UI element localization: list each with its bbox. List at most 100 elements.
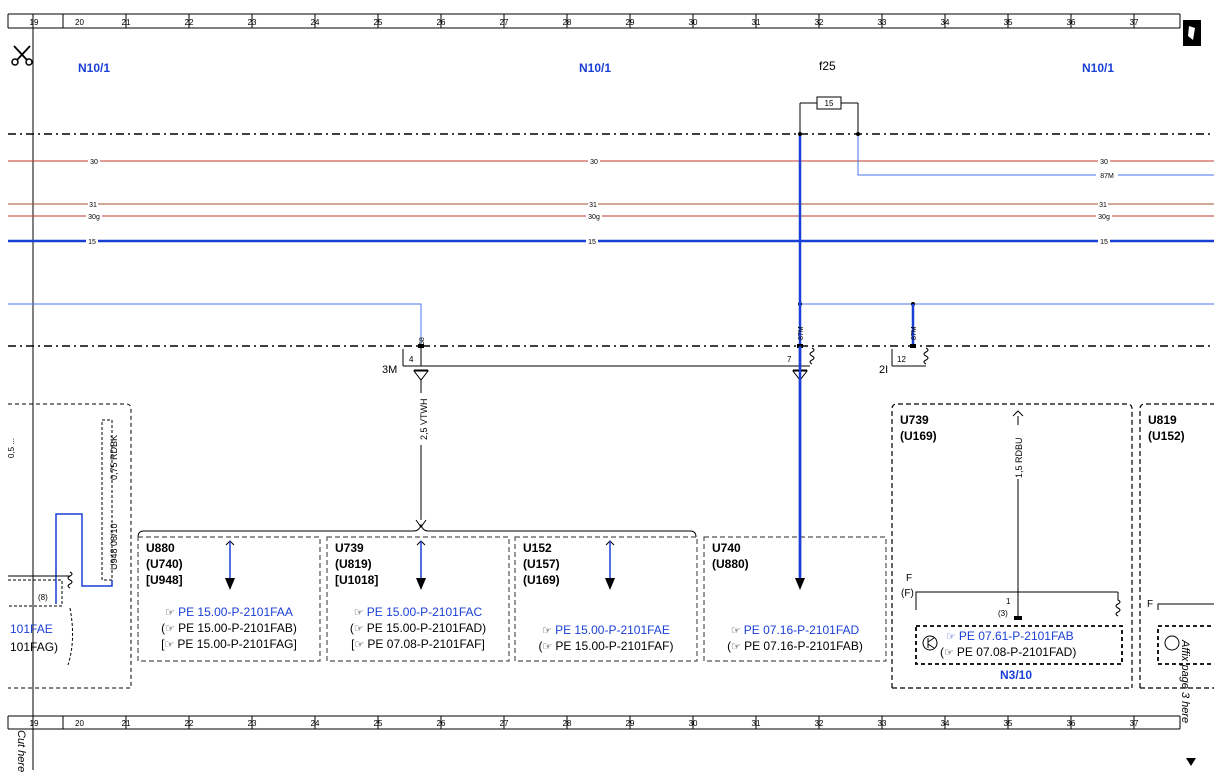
grid-col-label: 28 [563, 18, 572, 27]
pin-8-paren: (8) [38, 593, 48, 602]
hand-pointer-icon: ☞ [354, 623, 367, 635]
box-u152-l3: (U169) [523, 573, 560, 587]
grid-col-label: 36 [1067, 18, 1076, 27]
hand-pointer-icon: ☞ [731, 625, 744, 637]
arrow-down-icon [416, 578, 426, 590]
grid-col-label: 36 [1067, 719, 1076, 728]
ref-link-right-1[interactable]: ☞ PE 07.61-P-2101FAB [946, 629, 1074, 643]
grid-col-label: 30 [689, 719, 698, 728]
grid-col-label: 24 [311, 719, 320, 728]
bus-labels: 30 30 30 87M 31 31 31 30g 30g 30g 15 15 … [86, 157, 1118, 246]
component-box-u739: U739(U819)[U1018]☞ PE 15.00-P-2101FAC(☞ … [326, 536, 510, 662]
hand-pointer-icon: ☞ [542, 625, 555, 637]
grid-col-label: 29 [626, 18, 635, 27]
left-top-partial-label: 0,5 ... [7, 438, 16, 458]
wire-rdbu-label: 1,5 RDBU [1014, 437, 1024, 478]
box-u739-l3: [U1018] [335, 573, 378, 587]
box-u880-l3: [U948] [146, 573, 183, 587]
fuse-name: f25 [819, 59, 836, 73]
wire-left-partial-label: U948 06/10 [109, 523, 119, 570]
grid-col-label: 22 [185, 719, 194, 728]
pin-12: 12 [897, 355, 906, 364]
svg-text:31: 31 [1099, 202, 1107, 209]
component-box-u740: U740(U880)☞ PE 07.16-P-2101FAD(☞ PE 07.1… [703, 346, 887, 662]
svg-text:30: 30 [90, 159, 98, 166]
hand-pointer-icon: ☞ [946, 631, 959, 643]
svg-text:87M: 87M [1100, 173, 1114, 180]
svg-text:15: 15 [88, 239, 96, 246]
ref-u739-r2: (☞ PE 15.00-P-2101FAD) [350, 621, 486, 635]
ref-u739-r3: [☞ PE 07.08-P-2101FAF] [351, 637, 485, 651]
box-u739-l1: U739 [335, 541, 364, 555]
grid-col-label: 33 [878, 719, 887, 728]
ref-link-u739-r1[interactable]: ☞ PE 15.00-P-2101FAC [354, 605, 483, 619]
transistor-icon [922, 635, 938, 651]
pin-f: F [906, 573, 912, 584]
ref-link-u152-r1[interactable]: ☞ PE 15.00-P-2101FAE [542, 623, 670, 637]
component-box-u739-right [891, 403, 1133, 689]
svg-text:30g: 30g [88, 214, 100, 221]
fuse-value: 15 [825, 99, 834, 108]
ref-u880-r2: (☞ PE 15.00-P-2101FAB) [161, 621, 297, 635]
grid-col-label: 19 [30, 719, 39, 728]
hand-pointer-icon: ☞ [731, 641, 744, 653]
grid-col-label: 35 [1004, 719, 1013, 728]
svg-text:30g: 30g [1098, 214, 1110, 221]
ref-right-2: (☞ PE 07.08-P-2101FAD) [940, 645, 1076, 659]
wire-87m-feed [798, 302, 1214, 346]
grid-col-label: 24 [311, 18, 320, 27]
pin-1: 1 [1006, 597, 1011, 606]
wire-rdbu [1011, 410, 1025, 620]
pin-f-paren: (F) [901, 588, 914, 599]
ref-link-u740-r1[interactable]: ☞ PE 07.16-P-2101FAD [731, 623, 860, 637]
grid-col-label: 20 [75, 18, 84, 27]
grid-col-label: 21 [122, 18, 131, 27]
grid-col-label: 27 [500, 719, 509, 728]
box-right-l2: (U169) [900, 429, 937, 443]
grid-col-label: 31 [752, 719, 761, 728]
wire-vtwh [414, 380, 428, 528]
grid-col-label: 34 [941, 18, 950, 27]
svg-text:30: 30 [590, 159, 598, 166]
wire-vtwh-label: 2,5 VTWH [419, 398, 429, 440]
ref-u152-r2: (☞ PE 15.00-P-2101FAF) [539, 639, 674, 653]
group-bracket [137, 523, 697, 538]
box-u152-l2: (U157) [523, 557, 560, 571]
grid-col-label: 30 [689, 18, 698, 27]
hand-pointer-icon: ☞ [543, 641, 556, 653]
ref-link-u880-r1[interactable]: ☞ PE 15.00-P-2101FAA [165, 605, 293, 619]
label-2i: 2I [879, 364, 888, 376]
pin-4: 4 [409, 355, 414, 364]
connector-row [402, 344, 929, 367]
label-3m: 3M [382, 364, 397, 376]
hand-pointer-icon: ☞ [165, 639, 178, 651]
box-u740-l1: U740 [712, 541, 741, 555]
n10-label-left: N10/1 [78, 61, 110, 75]
ref-link-left-101fae[interactable]: 101FAE [10, 622, 53, 636]
box-right-l1: U739 [900, 413, 929, 427]
n10-label-right: N10/1 [1082, 61, 1114, 75]
grid-col-label: 22 [185, 18, 194, 27]
ref-u880-r3: [☞ PE 15.00-P-2101FAG] [161, 637, 297, 651]
grid-col-label: 23 [248, 18, 257, 27]
grid-col-label: 21 [122, 719, 131, 728]
grid-col-label: 34 [941, 719, 950, 728]
term-58: 58 [419, 337, 426, 345]
component-box-left-partial [8, 403, 132, 689]
box-far-right-l2: (U152) [1148, 429, 1185, 443]
grid-col-label: 31 [752, 18, 761, 27]
grid-col-label: 25 [374, 18, 383, 27]
box-u880-l1: U880 [146, 541, 175, 555]
grid-col-label: 37 [1130, 719, 1139, 728]
svg-text:15: 15 [1100, 239, 1108, 246]
arrow-down-icon [605, 578, 615, 590]
page-corner-icon [1183, 20, 1201, 46]
n10-label-mid: N10/1 [579, 61, 611, 75]
grid-col-label: 28 [563, 719, 572, 728]
arrow-down-icon [795, 578, 805, 590]
box-u880-l2: (U740) [146, 557, 183, 571]
svg-text:30g: 30g [588, 214, 600, 221]
grid-col-label: 26 [437, 18, 446, 27]
